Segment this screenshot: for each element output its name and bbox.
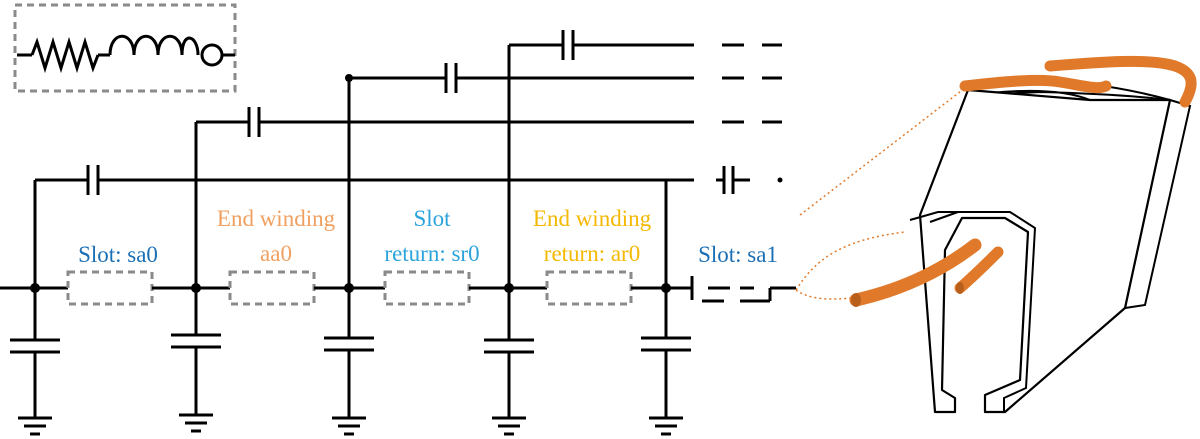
stator-slot-cross-section-icon bbox=[849, 55, 1197, 414]
label-slot-return-line2: return: sr0 bbox=[384, 241, 479, 266]
ground-icon bbox=[332, 416, 366, 436]
label-end-winding-line1: End winding bbox=[217, 206, 336, 231]
label-end-winding-return-line2: return: ar0 bbox=[544, 241, 640, 266]
section-labels: Slot: sa0 End winding aa0 Slot return: s… bbox=[78, 206, 778, 267]
coupling-lines bbox=[35, 30, 783, 195]
resistor-inductor-icon bbox=[17, 34, 235, 74]
impedance-box-sa0 bbox=[66, 270, 154, 306]
ground-icon bbox=[179, 413, 213, 433]
shunt-capacitor-2 bbox=[171, 333, 221, 415]
impedance-box-aa0 bbox=[228, 270, 316, 306]
ground-icon bbox=[649, 416, 683, 436]
label-end-winding-line2: aa0 bbox=[260, 241, 292, 266]
shunt-capacitor-1 bbox=[10, 338, 60, 418]
shunt-capacitor-3 bbox=[324, 336, 374, 418]
impedance-box-ar0 bbox=[545, 270, 633, 306]
impedance-box-sr0 bbox=[383, 270, 471, 306]
vertical-risers bbox=[33, 45, 668, 340]
label-slot-sa0: Slot: sa0 bbox=[78, 242, 158, 267]
shunt-capacitor-4 bbox=[484, 338, 534, 418]
label-end-winding-return-line1: End winding bbox=[533, 206, 652, 231]
connector-dotted-lines bbox=[795, 87, 966, 300]
label-slot-return-line1: Slot bbox=[413, 206, 451, 231]
shunt-capacitor-5 bbox=[641, 336, 691, 418]
legend-dashed-frame bbox=[13, 3, 237, 93]
shunt-capacitors bbox=[10, 333, 691, 418]
main-bus bbox=[0, 270, 796, 306]
label-slot-sa1: Slot: sa1 bbox=[698, 242, 778, 267]
ground-icon bbox=[492, 416, 526, 436]
ground-symbols bbox=[18, 413, 683, 436]
legend-box bbox=[13, 3, 237, 93]
ground-icon bbox=[18, 416, 52, 436]
